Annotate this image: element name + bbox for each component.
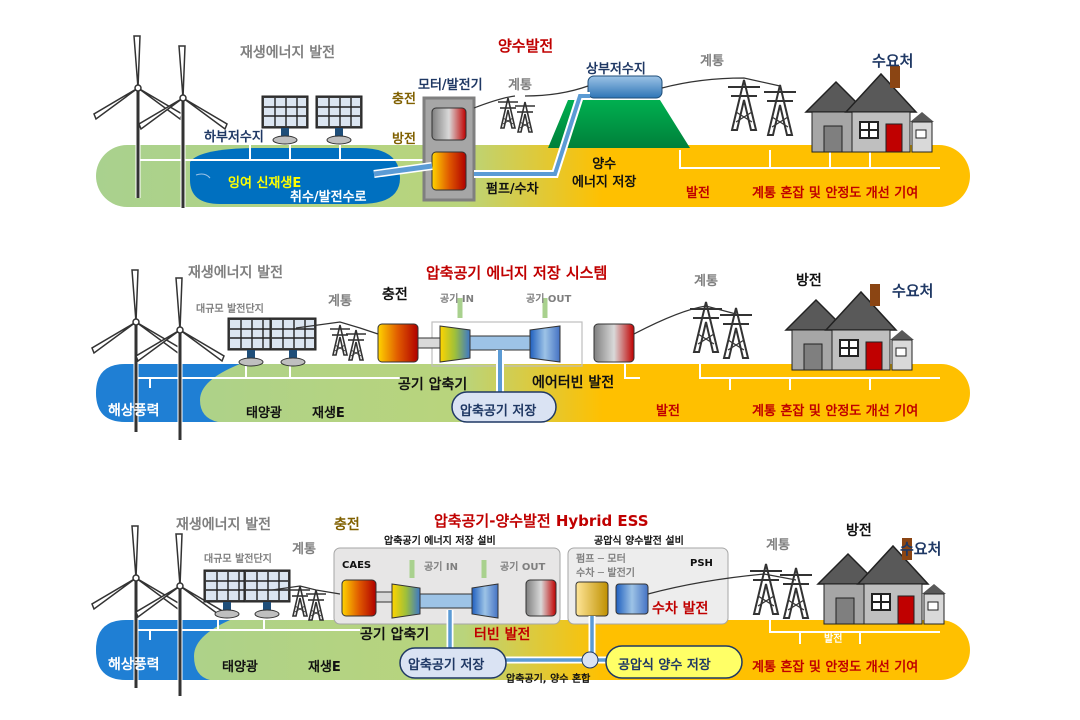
p3-caes: CAES <box>342 560 372 571</box>
p1-surplus: 잉여 신재생E <box>228 176 302 191</box>
p3-contribution: 계통 혼잡 및 안정도 개선 기여 <box>752 660 919 675</box>
p2-renewable-e: 재생E <box>312 406 345 421</box>
p1-discharge: 방전 <box>392 132 416 147</box>
panel1-houses <box>805 65 935 153</box>
p2-turbine: 에어터빈 발전 <box>532 375 615 391</box>
p1-upper-reservoir: 상부저수지 <box>586 62 646 77</box>
p1-intake: 취수/발전수로 <box>290 190 367 205</box>
p2-renewable-title: 재생에너지 발전 <box>188 265 284 281</box>
p2-air-out: 공기 OUT <box>526 294 572 305</box>
p1-grid-b: 계통 <box>700 54 724 69</box>
p3-compressor: 공기 압축기 <box>360 627 430 643</box>
p3-psh-facility: 공압식 양수발전 설비 <box>594 536 684 547</box>
p2-contribution: 계통 혼잡 및 안정도 개선 기여 <box>752 404 919 419</box>
p3-discharge: 방전 <box>846 523 872 539</box>
p2-offshore: 해상풍력 <box>108 403 160 419</box>
p1-generation: 발전 <box>686 186 710 201</box>
p2-charge: 충전 <box>382 287 408 303</box>
p3-mix: 압축공기, 양수 혼합 <box>506 674 591 685</box>
p3-charge: 충전 <box>334 517 360 533</box>
p3-demand: 수요처 <box>900 540 942 558</box>
p2-grid-a: 계통 <box>328 294 352 309</box>
p2-generation: 발전 <box>656 404 680 419</box>
p3-renewable-e: 재생E <box>308 660 341 675</box>
p3-pneu-storage: 공압식 양수 저장 <box>618 658 711 673</box>
panel2-pylons <box>295 301 753 361</box>
p3-title: 압축공기-양수발전 Hybrid ESS <box>434 512 649 530</box>
p2-solar-farm: 대규모 발전단지 <box>196 304 264 315</box>
p1-contribution: 계통 혼잡 및 안정도 개선 기여 <box>752 186 919 201</box>
panel3-pylons <box>271 563 813 621</box>
p3-offshore: 해상풍력 <box>108 657 160 673</box>
p3-pump-motor: 펌프 ─ 모터 <box>576 554 626 565</box>
p2-grid-b: 계통 <box>694 274 718 289</box>
p1-charge: 충전 <box>392 92 416 107</box>
p1-motor-generator: 모터/발전기 <box>418 78 483 93</box>
p3-solar-farm: 대규모 발전단지 <box>204 554 272 565</box>
p1-title: 양수발전 <box>498 37 554 55</box>
p1-grid-a: 계통 <box>508 78 532 93</box>
p2-demand: 수요처 <box>892 282 934 300</box>
p3-solar: 태양광 <box>222 660 258 675</box>
p3-renewable-title: 재생에너지 발전 <box>176 517 272 533</box>
p1-storage: 양수 에너지 저장 <box>572 157 637 190</box>
panel1-solar-panels <box>261 95 363 145</box>
p2-compressor: 공기 압축기 <box>398 377 468 393</box>
p3-air-in: 공기 IN <box>424 562 458 573</box>
panel1-pylons <box>473 77 797 136</box>
p1-renewable-title: 재생에너지 발전 <box>240 45 336 61</box>
p2-solar: 태양광 <box>246 406 282 421</box>
p1-lower-reservoir: 하부저수지 <box>204 130 264 145</box>
p3-air-out: 공기 OUT <box>500 562 546 573</box>
panel2-solar-panels <box>227 317 317 367</box>
p3-psh: PSH <box>690 558 713 569</box>
panel3-machines <box>341 560 743 679</box>
p3-turbine-gen: 수차 ─ 발전기 <box>576 568 635 579</box>
p3-grid-b: 계통 <box>766 538 790 553</box>
p3-generation: 발전 <box>824 634 843 645</box>
p3-turbine: 터빈 발전 <box>474 627 531 643</box>
p2-storage: 압축공기 저장 <box>460 404 537 419</box>
p1-pump-turbine: 펌프/수차 <box>486 182 539 197</box>
p3-air-storage: 압축공기 저장 <box>408 658 485 673</box>
panel1-motor-generator <box>373 96 476 202</box>
p3-grid-a: 계통 <box>292 542 316 557</box>
p2-title: 압축공기 에너지 저장 시스템 <box>426 264 608 282</box>
panel1-upper-reservoir <box>474 75 690 178</box>
p2-discharge: 방전 <box>796 273 822 289</box>
p2-air-in: 공기 IN <box>440 294 474 305</box>
panel2-caes-machines <box>377 298 635 423</box>
p3-hydro-gen: 수차 발전 <box>652 601 709 617</box>
p3-caes-facility: 압축공기 에너지 저장 설비 <box>384 536 496 547</box>
p1-demand: 수요처 <box>872 52 914 70</box>
panel3-band <box>96 614 970 680</box>
